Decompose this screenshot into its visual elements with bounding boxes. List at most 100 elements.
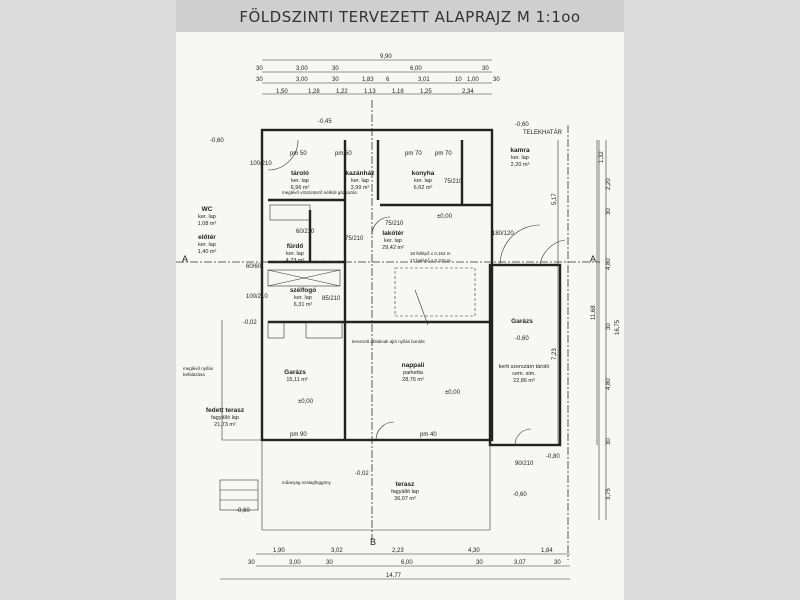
label: -0,60 (236, 508, 250, 514)
label: terasz (396, 481, 416, 488)
label: 90/210 (515, 461, 534, 467)
label: 6,00 (401, 560, 413, 566)
label: 100/210 (250, 161, 272, 167)
label: 22,86 m² (513, 378, 535, 384)
label: 30 (332, 66, 339, 72)
label: 1,32 (599, 151, 605, 163)
label: pm 70 (405, 151, 422, 157)
label: fagyálló lap (211, 415, 239, 421)
label: 1,50 (276, 89, 288, 95)
label: 36,07 m² (394, 496, 416, 502)
label: -0,80 (546, 454, 560, 460)
label: szélfogó (290, 287, 316, 294)
label: 3,07 (514, 560, 526, 566)
label: ker. lap (286, 251, 304, 257)
label: fürdő (287, 243, 304, 250)
label: 3,00 (296, 66, 308, 72)
label: kerti szerszám tároló (499, 364, 550, 370)
label: 11,68 (591, 305, 597, 320)
label: -0,60 (515, 122, 529, 128)
stairs-note-1: 18 fellépő x 0,164 m (410, 251, 451, 256)
label: 1,90 (273, 548, 285, 554)
label: ker. lap (414, 178, 432, 184)
label: WC (202, 206, 213, 213)
label: 5,17 (552, 193, 558, 205)
opening-labels: 100/210 pm 50 pm 50 pm 70 pm 70 75/210 7… (246, 151, 534, 467)
label: 30 (493, 77, 500, 83)
label: 15,11 m² (286, 377, 307, 383)
section-b-label: B (370, 537, 376, 547)
label: 6 (386, 77, 390, 83)
label: lakótér (382, 230, 404, 237)
label: fedett terasz (206, 407, 245, 414)
label: 30 (256, 66, 263, 72)
label: 1,84 (541, 548, 553, 554)
label: kamra (510, 147, 530, 154)
label: -0,02 (355, 471, 369, 477)
label: 29,42 m² (382, 245, 404, 251)
label: 28,76 m² (402, 377, 424, 383)
opening-note: tervezett ablaknak ajtó nyílás bontás (352, 339, 426, 344)
label: 9,90 (380, 54, 392, 60)
label: -0,60 (515, 336, 529, 342)
label: 30 (606, 323, 612, 330)
label: 60/210 (296, 229, 315, 235)
label: 6,62 m² (414, 185, 433, 191)
label: 3,75 (606, 488, 612, 500)
paper (176, 30, 624, 600)
label: 6,31 m² (294, 302, 313, 308)
label: 1,13 (364, 89, 376, 95)
label: 2,20 (606, 178, 612, 190)
top-dimensions: 9,90 30 3,00 30 6,00 30 30 3,00 30 1,83 … (256, 54, 500, 95)
label: -0,45 (318, 119, 332, 125)
walled-note-1: meglévő nyílás (183, 366, 214, 371)
label: 10 (455, 77, 462, 83)
label: 3,02 (331, 548, 343, 554)
label: kazánház (346, 170, 376, 177)
label: pm 70 (435, 151, 452, 157)
label: 60/60 (246, 264, 262, 270)
label: 16,75 (615, 319, 621, 335)
label: 6,00 (410, 66, 422, 72)
label: 30 (482, 66, 489, 72)
label: 3,99 m² (351, 185, 370, 191)
label: 4,80 (606, 378, 612, 390)
label: 180/120 (492, 231, 514, 237)
label: fagyálló lap (391, 489, 419, 495)
label: ker. lap (198, 214, 216, 220)
label: 3,00 (296, 77, 308, 83)
label: ker. lap (511, 155, 529, 161)
label: 30 (326, 560, 333, 566)
label: nappali (402, 362, 425, 369)
label: 30 (606, 208, 612, 215)
label: előtér (198, 234, 216, 241)
label: 1,08 m² (198, 221, 217, 227)
label: ±0,00 (437, 214, 453, 220)
label: 2,23 (392, 548, 404, 554)
label: ker. lap (198, 242, 216, 248)
label: 3,01 (418, 77, 430, 83)
section-a-label-right: A (590, 254, 596, 264)
label: 30 (248, 560, 255, 566)
label: ±0,00 (445, 390, 461, 396)
label: ker. lap (291, 178, 309, 184)
label: 1,83 (362, 77, 374, 83)
label: tároló (291, 170, 309, 177)
label: pm 50 (290, 151, 307, 157)
label: parketta (403, 370, 424, 376)
stairs-note-2: 17 belépő x 0,315 m (410, 258, 451, 263)
label: 30 (332, 77, 339, 83)
label: Garázs (511, 318, 533, 325)
